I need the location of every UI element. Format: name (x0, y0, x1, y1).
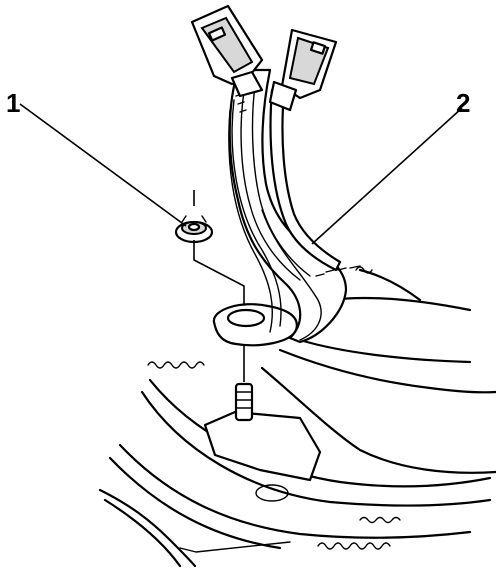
floor-panel (98, 268, 496, 568)
buckle-assembly (212, 68, 373, 347)
buckle-heads (190, 4, 338, 112)
callout-1: 1 (6, 88, 20, 118)
callout-2: 2 (456, 88, 470, 118)
retaining-nut (174, 190, 245, 300)
callout-leaders (19, 103, 463, 245)
